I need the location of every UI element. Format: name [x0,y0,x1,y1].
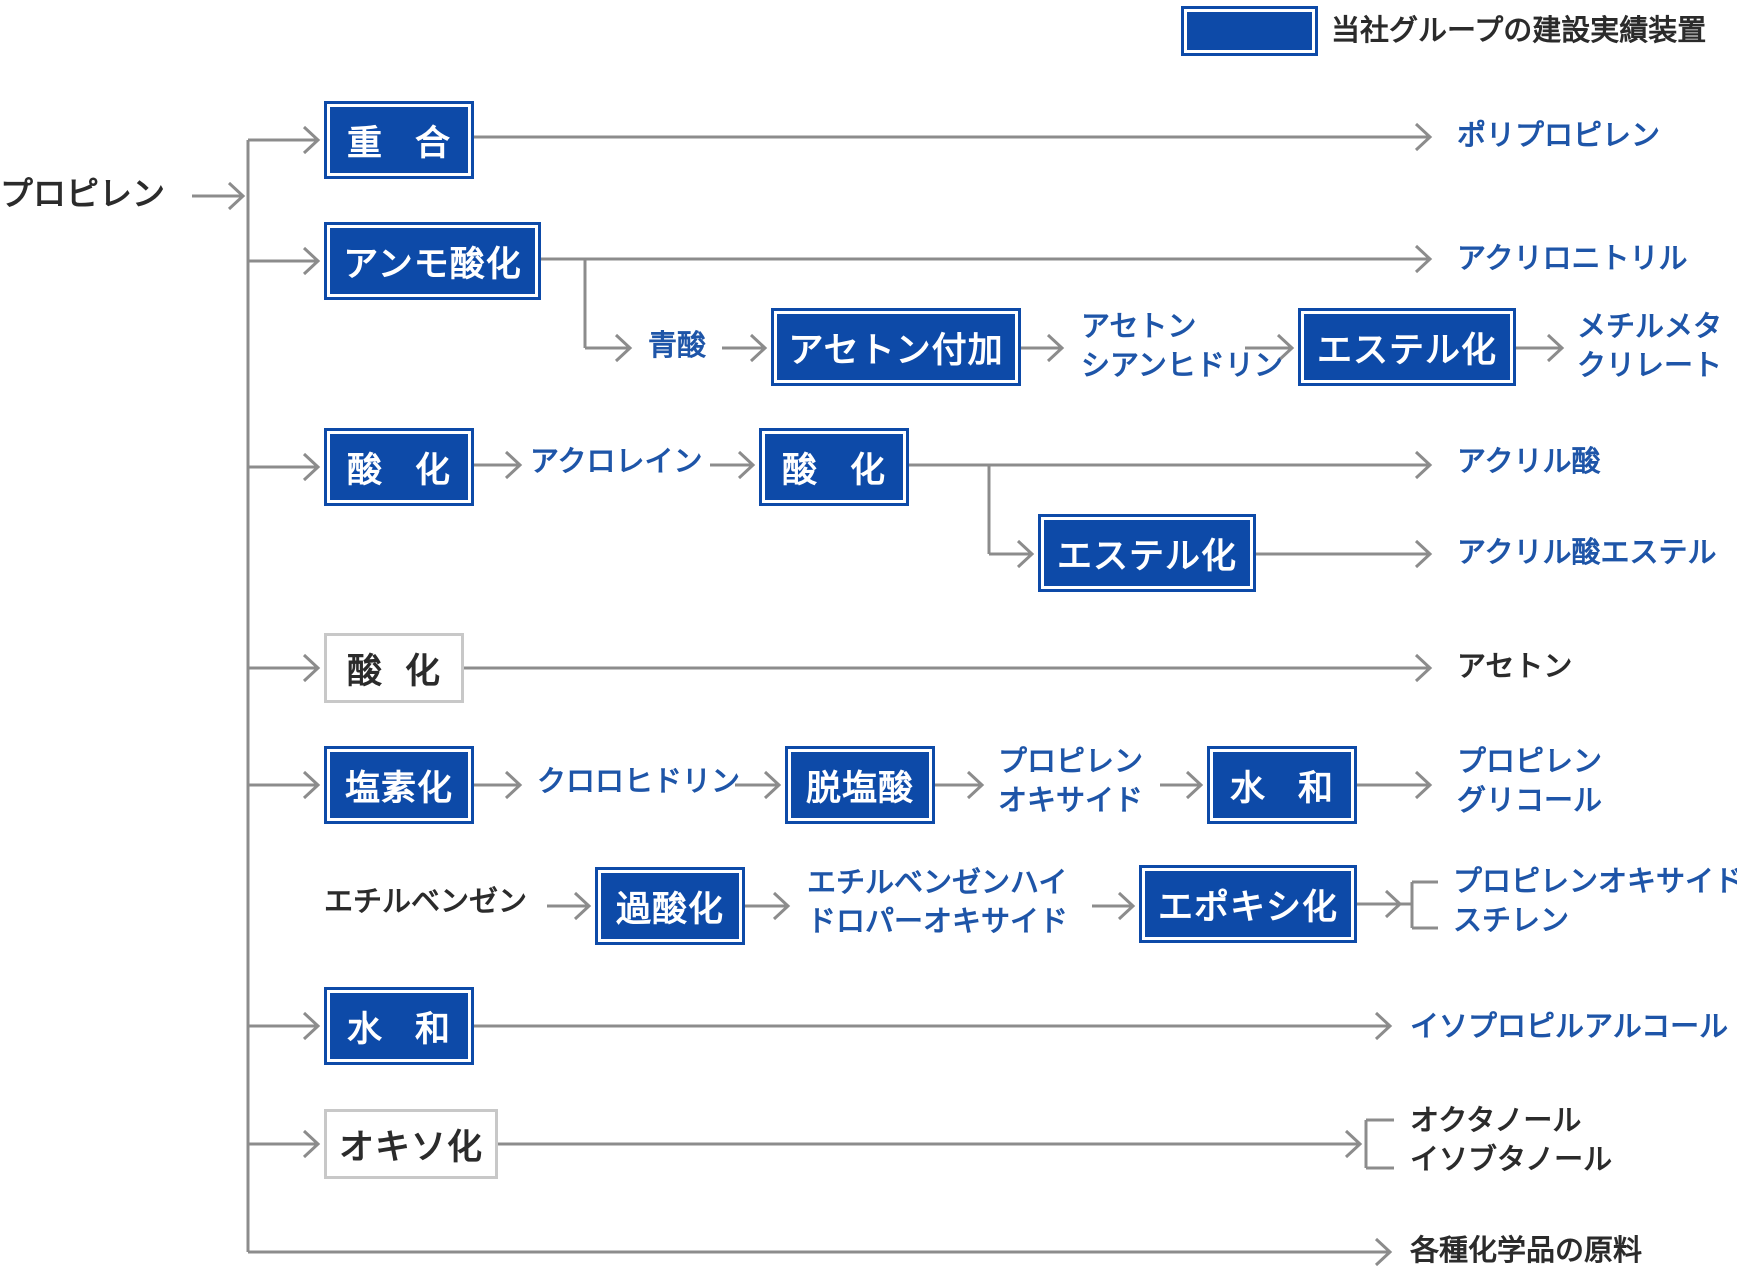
intermediate-eb-hydroperoxide-line-2: ドロパーオキサイド [807,904,1069,938]
arrowhead-8 [302,452,321,482]
arrowhead-58 [573,891,592,921]
arrowhead-71 [1344,1129,1363,1159]
product-octanol: オクタノール [1410,1103,1582,1137]
arrowhead-42 [1016,539,1035,569]
process-acetone-addition: アセトン付加 [771,308,1021,386]
process-oxidation-2-char-2: 化 [849,450,886,491]
product-acrylic-acid: アクリル酸 [1457,444,1601,478]
intermediate-acetone-cyanohydrin-line-2: シアンヒドリン [1081,348,1283,382]
arrowhead-27 [749,333,768,363]
process-hydration-1: 水 和 [1207,746,1357,824]
arrowhead-67 [1384,889,1403,919]
arrowhead-25 [614,333,633,363]
process-oxidation-1-char-2: 化 [414,450,451,491]
arrowhead-46 [1414,653,1433,683]
process-hydration-2-char-2: 和 [414,1009,451,1050]
process-ammoxidation: アンモ酸化 [324,222,541,300]
intermediate-acrolein: アクロレイン [530,444,703,478]
intermediate-hydrogen-cyanide: 青酸 [648,328,707,362]
arrowhead-62 [1117,891,1136,921]
product-po-styrene-line-1: プロピレンオキサイド [1453,864,1737,898]
arrowhead-16 [302,1129,321,1159]
start-propylene: プロピレン [0,174,165,213]
arrowhead-50 [763,770,782,800]
product-isobutanol: イソブタノール [1410,1142,1613,1176]
intermediate-propylene-oxide-line-2: オキサイド [998,783,1144,817]
legend-swatch [1181,6,1318,56]
arrowhead-52 [966,770,985,800]
arrowhead-44 [1414,539,1433,569]
arrowhead-39 [1414,450,1433,480]
arrowhead-18 [1374,1237,1393,1267]
process-chlorination: 塩素化 [324,746,474,824]
product-mma-line-2: クリレート [1577,348,1723,382]
product-ipa: イソプロピルアルコール [1410,1009,1729,1043]
product-po-styrene-line-2: スチレン [1453,903,1570,937]
process-esterification-acrylic: エステル化 [1038,514,1256,592]
product-mma-line-1: メチルメタ [1577,309,1723,343]
process-epoxidation: エポキシ化 [1139,865,1357,943]
product-propylene-glycol-line-1: プロピレン [1457,744,1603,778]
arrowhead-56 [1414,770,1433,800]
process-polymerization-char-2: 合 [414,123,451,164]
process-dehydrochlorination: 脱塩酸 [785,746,935,824]
arrowhead-20 [1414,122,1433,152]
process-polymerization-char-1: 重 [347,123,384,164]
arrowhead-1 [227,181,246,211]
legend-label: 当社グループの建設実績装置 [1331,13,1707,47]
process-oxidation-3: 酸 化 [324,633,464,703]
process-hydration-1-char-1: 水 [1230,768,1267,809]
process-oxidation-2-char-1: 酸 [782,450,819,491]
arrowhead-54 [1185,770,1204,800]
arrowhead-31 [1276,333,1295,363]
product-acrylic-ester: アクリル酸エステル [1457,535,1717,569]
arrowhead-4 [302,125,321,155]
arrowhead-33 [1546,333,1565,363]
process-peroxidation: 過酸化 [595,867,745,945]
product-propylene-glycol-line-2: グリコール [1457,783,1603,817]
process-hydration-2: 水 和 [324,987,474,1065]
process-hydration-2-char-1: 水 [347,1009,384,1050]
arrowhead-6 [302,246,321,276]
process-oxidation-2: 酸 化 [759,428,909,506]
arrowhead-12 [302,770,321,800]
arrowhead-37 [737,450,756,480]
arrowhead-48 [504,770,523,800]
arrowhead-35 [504,450,523,480]
process-oxidation-1-char-1: 酸 [347,450,384,491]
arrowhead-22 [1414,244,1433,274]
arrowhead-10 [302,653,321,683]
arrowhead-69 [1374,1011,1393,1041]
process-oxidation-3-char-2: 化 [404,651,441,692]
intermediate-acetone-cyanohydrin-line-1: アセトン [1081,309,1197,343]
product-polypropylene: ポリプロピレン [1457,118,1661,152]
process-oxo: オキソ化 [324,1109,498,1179]
process-polymerization: 重 合 [324,101,474,179]
product-acetone: アセトン [1457,649,1573,683]
product-acrylonitrile: アクリロニトリル [1457,241,1688,275]
product-raw-materials: 各種化学品の原料 [1410,1233,1643,1267]
arrowhead-29 [1046,333,1065,363]
process-oxidation-3-char-1: 酸 [347,651,384,692]
process-esterification-mma: エステル化 [1298,308,1516,386]
arrowhead-14 [302,1011,321,1041]
intermediate-chlorohydrin: クロロヒドリン [537,764,741,798]
start-ethylbenzene: エチルベンゼン [324,884,528,918]
intermediate-eb-hydroperoxide-line-1: エチルベンゼンハイ [807,865,1068,899]
intermediate-propylene-oxide-line-1: プロピレン [998,744,1144,778]
process-hydration-1-char-2: 和 [1297,768,1334,809]
arrowhead-60 [772,891,791,921]
process-oxidation-1: 酸 化 [324,428,474,506]
